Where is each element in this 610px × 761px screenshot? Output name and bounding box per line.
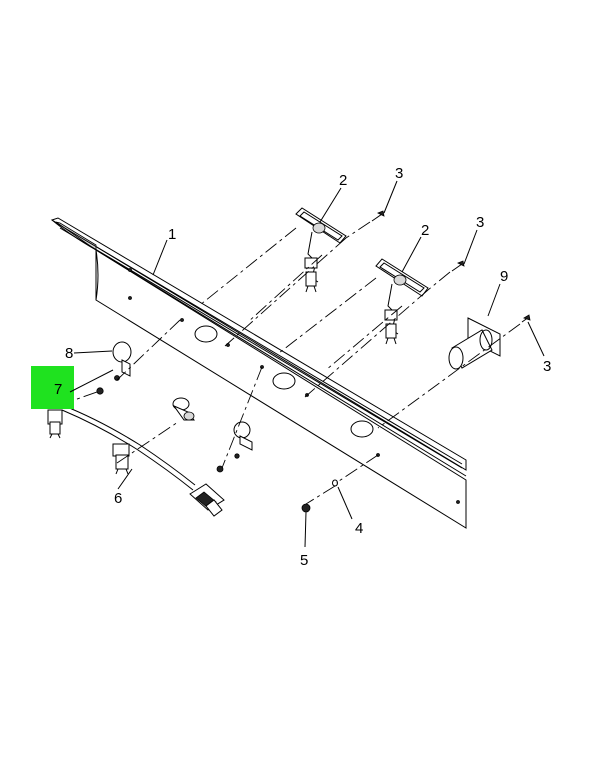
callout-label: 2: [421, 222, 429, 239]
callout-label: 7: [54, 381, 62, 398]
callout-label: 1: [168, 226, 176, 243]
callout-7-highlight: [31, 366, 74, 409]
callout-label: 5: [300, 552, 308, 569]
lamp-middle: [172, 397, 195, 421]
lamp-lower-right: [216, 421, 253, 473]
callout-label: 6: [114, 490, 122, 507]
alignment-lines: [59, 221, 521, 505]
callout-label: 2: [339, 172, 347, 189]
marker-lamp-right: [375, 258, 429, 345]
lamp-8: [96, 341, 132, 395]
callout-label: 4: [355, 520, 363, 537]
bumper-panel: [50, 217, 467, 529]
screw-icon: [371, 210, 385, 222]
callout-label: 3: [395, 165, 403, 182]
callout-label: 3: [543, 358, 551, 375]
washer-icon: [332, 479, 338, 487]
housing-9: [448, 317, 501, 370]
callout-label: 3: [476, 214, 484, 231]
marker-lamp-left: [295, 207, 347, 293]
screw-icon: [451, 260, 465, 272]
wiring-harness: [47, 404, 225, 517]
callout-label: 8: [65, 345, 73, 362]
callout-label: 9: [500, 268, 508, 285]
screw-icon: [521, 314, 531, 323]
leader-lines: [69, 180, 545, 548]
nut-icon: [301, 503, 311, 513]
